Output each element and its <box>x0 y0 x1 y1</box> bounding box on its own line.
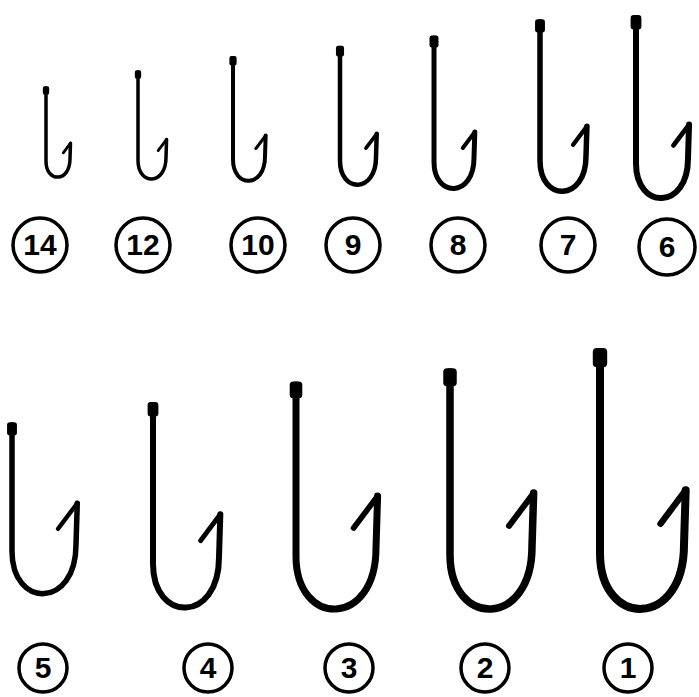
hook-eye <box>336 46 344 57</box>
circle-outline <box>325 644 373 692</box>
fish-hook <box>535 19 587 191</box>
hook-size-number: 9 <box>345 230 362 260</box>
fish-hook <box>336 46 377 185</box>
hook-body <box>233 58 266 181</box>
hook-body <box>138 72 167 179</box>
hook-eye <box>593 348 607 367</box>
hook-size-number: 4 <box>200 653 217 683</box>
hook-eye <box>43 86 49 94</box>
fish-hook <box>430 36 475 189</box>
circle-outline <box>541 218 595 272</box>
hook-size-number: 14 <box>23 230 56 260</box>
hook-size-number: 3 <box>341 653 358 683</box>
hook-body <box>636 18 689 198</box>
circle-outline <box>184 644 232 692</box>
circle-outline <box>13 218 67 272</box>
hook-barb <box>366 134 377 148</box>
hook-body <box>12 425 77 594</box>
size-circle: 1 <box>602 642 654 694</box>
fish-hook <box>135 70 167 179</box>
hook-body <box>434 38 475 189</box>
hook-body <box>153 405 220 608</box>
fish-hook <box>229 56 265 181</box>
circle-outline <box>461 644 509 692</box>
hook-barb <box>354 496 378 528</box>
hook-barb <box>158 139 166 150</box>
hook-barb <box>256 136 266 149</box>
hook-eye <box>443 368 457 386</box>
hook-barb <box>201 514 221 540</box>
circle-outline <box>604 644 652 692</box>
fish-hook <box>443 368 533 609</box>
circle-outline <box>639 219 695 275</box>
size-circle: 3 <box>323 642 375 694</box>
hook-size-number: 1 <box>620 653 637 683</box>
fish-hook <box>43 86 71 177</box>
hook-size-number: 10 <box>241 230 274 260</box>
hook-barb <box>63 143 70 153</box>
size-circle: 12 <box>114 216 172 274</box>
size-circle: 8 <box>429 216 487 274</box>
circle-outline <box>326 218 380 272</box>
hook-body <box>46 88 70 177</box>
hook-barb <box>509 493 534 526</box>
hook-eye <box>290 382 303 399</box>
size-circle: 2 <box>459 642 511 694</box>
hook-barb <box>673 125 689 146</box>
hook-eye <box>535 19 545 32</box>
hook-size-number: 8 <box>450 230 467 260</box>
size-circle: 4 <box>182 642 234 694</box>
size-circle: 10 <box>229 216 287 274</box>
size-circle: 7 <box>539 216 597 274</box>
fish-hook <box>593 348 686 609</box>
hook-barb <box>573 126 587 144</box>
hook-barb <box>463 132 475 148</box>
size-circle: 5 <box>17 642 69 694</box>
circle-outline <box>231 218 285 272</box>
hook-eye <box>430 36 439 48</box>
hook-body <box>450 372 534 609</box>
size-circle: 14 <box>11 216 69 274</box>
size-circle: 6 <box>637 217 697 277</box>
hook-body <box>540 22 587 191</box>
hook-size-number: 2 <box>477 653 494 683</box>
hook-size-number: 6 <box>659 232 676 262</box>
hook-eye <box>148 402 159 416</box>
size-circle: 9 <box>324 216 382 274</box>
fish-hook <box>290 382 378 610</box>
hook-body <box>600 352 686 609</box>
fish-hook <box>7 422 77 593</box>
hook-barb <box>660 490 685 524</box>
circle-outline <box>19 644 67 692</box>
fish-hook <box>148 402 221 608</box>
hook-eye <box>7 422 17 435</box>
hook-eye <box>229 56 236 66</box>
hook-size-number: 12 <box>126 230 159 260</box>
fish-hook <box>631 15 689 198</box>
hook-barb <box>58 503 77 529</box>
hook-size-number: 5 <box>35 653 52 683</box>
hook-size-number: 7 <box>560 230 577 260</box>
hook-body <box>340 48 377 185</box>
hook-body <box>296 385 378 609</box>
hook-eye <box>135 70 141 78</box>
circle-outline <box>431 218 485 272</box>
hook-eye <box>631 15 642 29</box>
circle-outline <box>116 218 170 272</box>
